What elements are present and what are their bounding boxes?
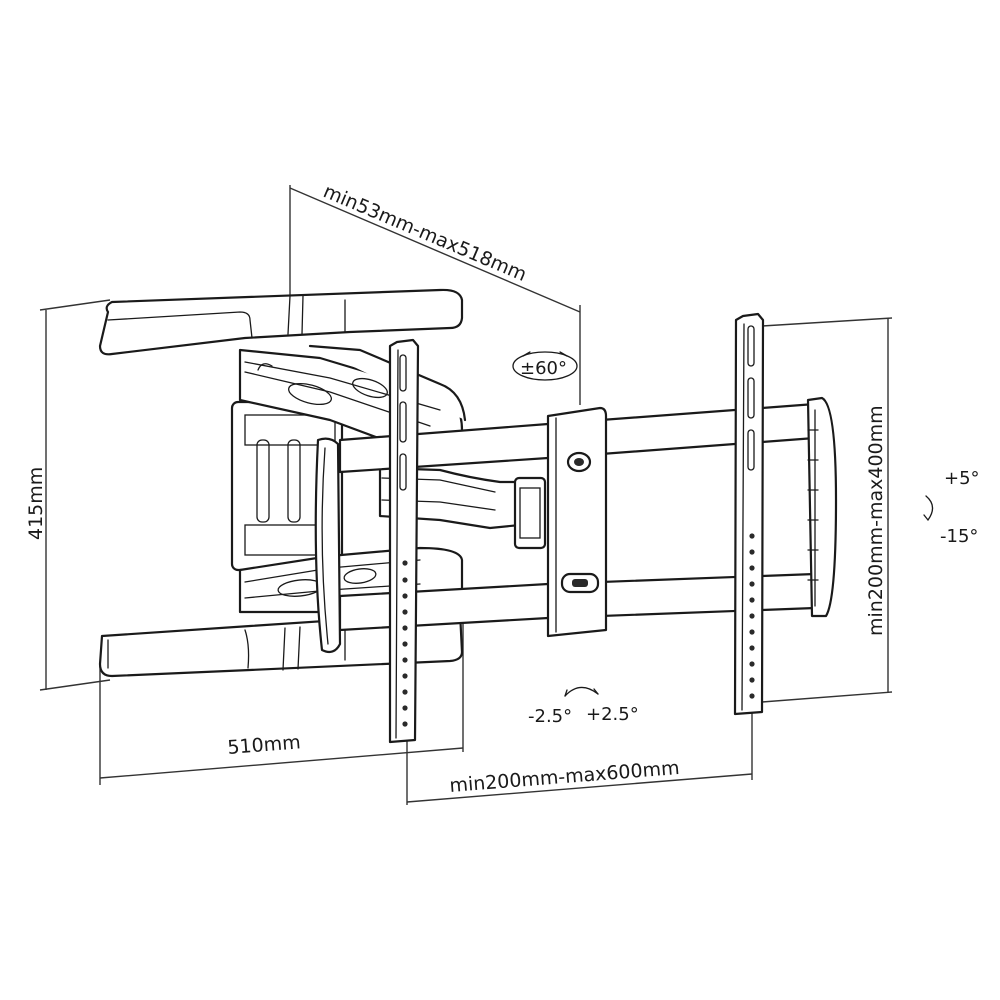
- swivel-arrow-right-icon: [559, 351, 568, 357]
- dimension-lines: [39, 185, 893, 805]
- tilt-arc-icon: [925, 495, 934, 521]
- tilt-indicator: +5° -15°: [923, 468, 980, 547]
- right-vertical-tv-arm: [733, 312, 765, 716]
- swivel-ellipse: [512, 351, 578, 381]
- rotation-left-label: -2.5°: [528, 706, 572, 727]
- tilt-down-label: -15°: [940, 526, 978, 547]
- left-vertical-tv-arm: [388, 338, 420, 744]
- swivel-angle-label: ±60°: [520, 358, 567, 379]
- swivel-indicator: ±60°: [512, 351, 578, 381]
- tilt-up-label: +5°: [944, 468, 980, 489]
- left-arm-holes: [402, 560, 408, 727]
- wall-plate-width-label: 510mm: [227, 731, 302, 759]
- left-side-cap: [314, 437, 342, 654]
- swivel-arrow-left-icon: [522, 351, 531, 357]
- vesa-horizontal-label: min200mm-max600mm: [449, 757, 681, 797]
- right-arm-holes: [749, 533, 755, 699]
- arm-extension-label: min53mm-max518mm: [320, 180, 530, 286]
- rotation-indicator: -2.5° +2.5°: [528, 686, 639, 727]
- pivot-bolt-lower: [560, 572, 600, 594]
- right-side-cap: [806, 396, 838, 618]
- rotation-arc-icon: [564, 686, 599, 697]
- rotation-right-label: +2.5°: [586, 704, 639, 725]
- wall-plate-height-label: 415mm: [25, 467, 47, 540]
- center-pivot-block: [546, 406, 608, 638]
- pivot-bolt-upper: [566, 451, 592, 473]
- wall-plate-top-bar: [98, 288, 464, 356]
- vesa-vertical-label: min200mm-max400mm: [865, 405, 887, 636]
